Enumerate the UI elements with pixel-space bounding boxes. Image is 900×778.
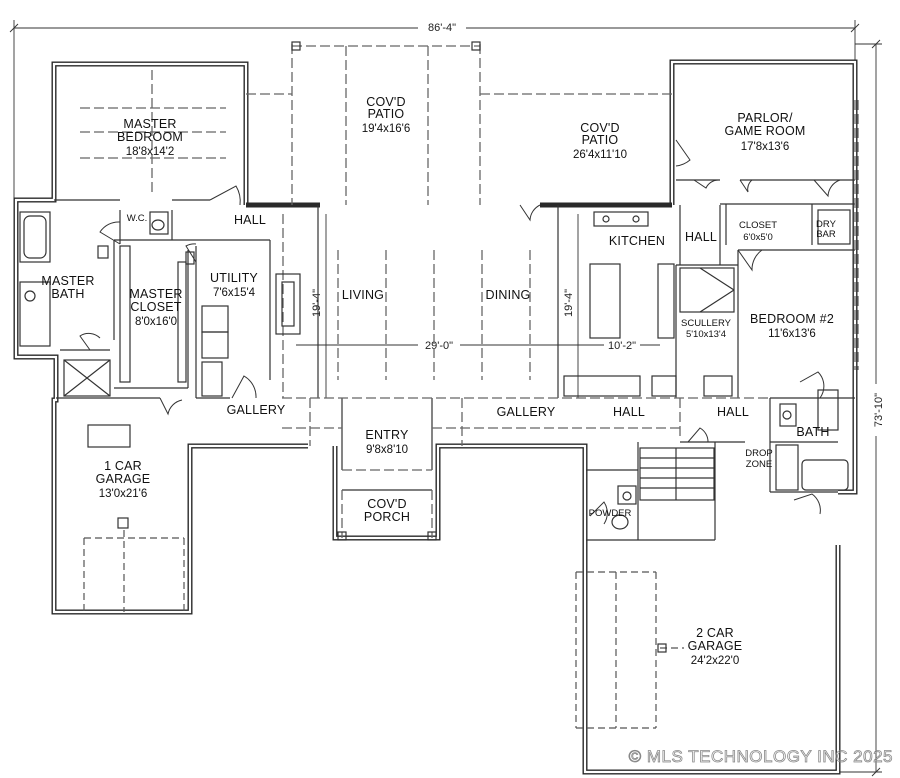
porch-label-2: PORCH (364, 510, 410, 524)
master-closet-size: 8'0x16'0 (135, 316, 177, 328)
covd-patio-left-size: 19'4x16'6 (362, 123, 411, 135)
master-bedroom-size: 18'8x14'2 (126, 146, 175, 158)
garage1-label: 1 CAR (104, 459, 142, 473)
utility-label: UTILITY (210, 271, 258, 285)
entry-size: 9'8x8'10 (366, 444, 408, 456)
hall-kitchen-label: HALL (685, 230, 717, 244)
covd-patio-right-label-2: PATIO (582, 133, 619, 147)
powder-label: POWDER (589, 508, 632, 519)
closet-size: 6'0x5'0 (743, 232, 773, 243)
porch-label: COV'D (367, 497, 407, 511)
parlor-label-2: GAME ROOM (725, 124, 806, 138)
drop-zone-label: DROP (745, 448, 772, 459)
garage1-label-2: GARAGE (96, 472, 151, 486)
garage2-label-2: GARAGE (688, 639, 743, 653)
gallery-left-label: GALLERY (227, 403, 286, 417)
dry-bar-label-2: BAR (816, 229, 836, 240)
dry-bar-label: DRY (816, 219, 837, 230)
utility-size: 7'6x15'4 (213, 287, 256, 299)
fixtures (19, 41, 851, 653)
wc-label: W.C. (127, 213, 148, 224)
drop-zone-label-2: ZONE (746, 459, 772, 470)
living-label: LIVING (342, 288, 384, 302)
living-width-dimension: 29'-0" (425, 340, 453, 352)
hall-master-label: HALL (234, 213, 266, 227)
hall-center-label: HALL (613, 405, 645, 419)
master-closet-label: MASTER (129, 287, 182, 301)
master-closet-label-2: CLOSET (130, 300, 181, 314)
gallery-right-label: GALLERY (497, 405, 556, 419)
ceiling-beams (80, 44, 859, 729)
closet-label: CLOSET (739, 220, 777, 231)
bedroom2-size: 11'6x13'6 (768, 328, 816, 340)
bedroom2-label: BEDROOM #2 (750, 312, 834, 326)
parlor-size: 17'8x13'6 (741, 141, 790, 153)
kitchen-depth-dimension: 19'-4" (563, 289, 575, 317)
covd-patio-right-label: COV'D (580, 121, 620, 135)
exterior-walls (13, 59, 858, 775)
kitchen-width-dimension: 10'-2" (608, 340, 636, 352)
kitchen-label: KITCHEN (609, 234, 665, 248)
living-depth-dimension: 19'-4" (311, 289, 323, 317)
hall-right-label: HALL (717, 405, 749, 419)
scullery-label: SCULLERY (681, 318, 732, 329)
room-labels: MASTER BEDROOM 18'8x14'2 COV'D PATIO 19'… (41, 95, 836, 667)
scullery-size: 5'10x13'4 (686, 329, 726, 340)
overall-width-dimension: 86'-4" (428, 22, 456, 34)
door-swings (79, 139, 841, 525)
master-bath-label-2: BATH (51, 287, 84, 301)
master-bedroom-label: MASTER (123, 117, 176, 131)
parlor-label: PARLOR/ (737, 111, 793, 125)
bath-label: BATH (796, 425, 829, 439)
master-bedroom-label-2: BEDROOM (117, 130, 183, 144)
covd-patio-left-label-2: PATIO (368, 107, 405, 121)
copyright-watermark: © MLS TECHNOLOGY INC 2025 (629, 747, 893, 766)
overall-depth-dimension: 73'-10" (873, 393, 885, 427)
master-bath-label: MASTER (41, 274, 94, 288)
garage2-size: 24'2x22'0 (691, 655, 740, 667)
dining-label: DINING (486, 288, 531, 302)
entry-label: ENTRY (365, 428, 409, 442)
garage2-label: 2 CAR (696, 626, 734, 640)
covd-patio-left-label: COV'D (366, 95, 406, 109)
interior-walls (54, 179, 855, 541)
garage1-size: 13'0x21'6 (99, 488, 148, 500)
covd-patio-right-size: 26'4x11'10 (573, 149, 627, 161)
